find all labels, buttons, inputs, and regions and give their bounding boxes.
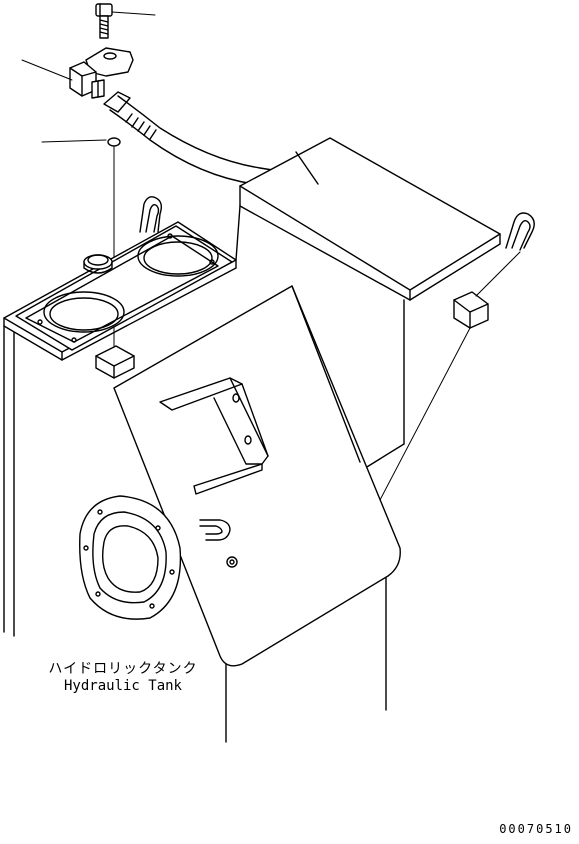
lifting-eye-right [506,213,534,250]
bracket [160,378,268,494]
tank-left-body [4,326,226,742]
bolt [96,4,155,38]
tank-front-panel [114,286,400,710]
lifting-eye-left [140,197,161,232]
tank-rear-box [240,138,500,470]
panel-plug [227,557,237,567]
flange-plate [16,226,232,350]
elbow-fitting [22,48,133,98]
part-label-japanese: ハイドロリックタンク [48,661,198,677]
part-label-english: Hydraulic Tank [63,678,182,694]
mounting-block-right [380,252,520,500]
u-bolt [200,520,230,540]
side-port-flange [80,496,181,619]
mounting-block-top [96,346,134,378]
drawing-number: 00070510 [499,822,573,836]
filler-cap [84,255,112,273]
